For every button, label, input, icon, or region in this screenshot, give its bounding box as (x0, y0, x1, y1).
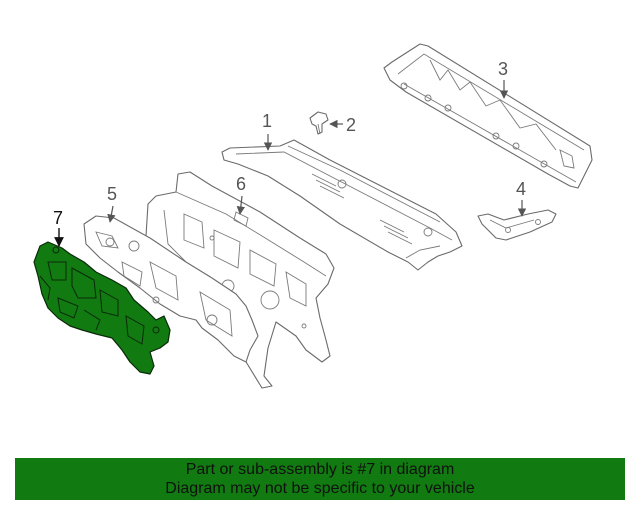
part-4-bracket (477, 209, 557, 241)
callout-3: 3 (498, 59, 508, 79)
callout-2: 2 (346, 115, 356, 135)
callout-4: 4 (516, 179, 526, 199)
part-2-clip (309, 111, 329, 135)
part-7-dash-silencer (33, 241, 171, 375)
banner-line-disclaimer: Diagram may not be specific to your vehi… (165, 480, 475, 497)
part-1-cowl-cover (221, 139, 463, 271)
callout-1: 1 (262, 111, 272, 131)
callout-6: 6 (236, 174, 246, 194)
part-5-dash-insulator (83, 215, 259, 363)
part-3-cowl-panel (383, 43, 593, 189)
callout-7: 7 (53, 208, 63, 228)
info-banner: Part or sub-assembly is #7 in diagram Di… (15, 458, 625, 500)
banner-line-part-number: Part or sub-assembly is #7 in diagram (185, 461, 455, 478)
callout-5: 5 (107, 184, 117, 204)
parts-diagram: 1 2 3 4 5 6 7 (33, 43, 593, 389)
